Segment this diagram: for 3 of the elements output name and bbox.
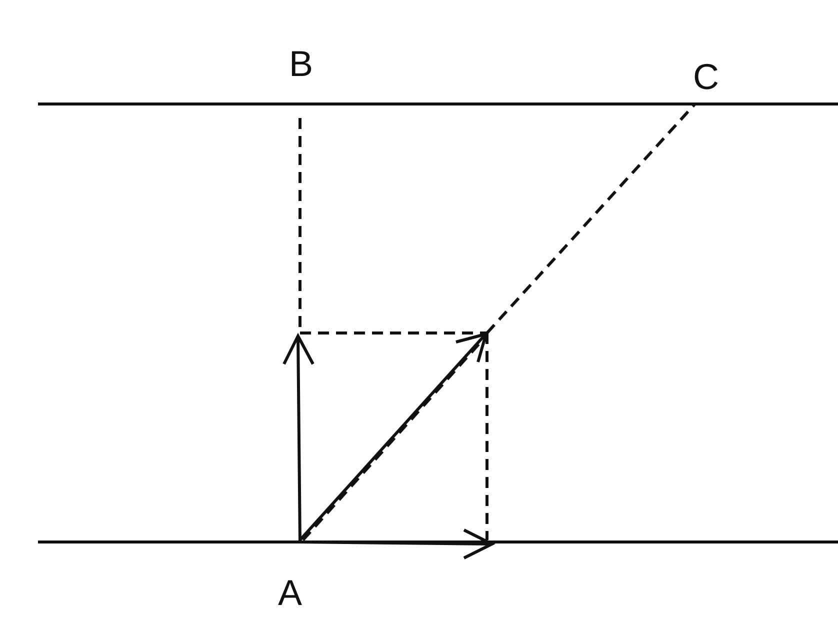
point-label: C bbox=[693, 59, 719, 95]
point-label: B bbox=[289, 46, 313, 82]
point-label: A bbox=[278, 575, 302, 611]
